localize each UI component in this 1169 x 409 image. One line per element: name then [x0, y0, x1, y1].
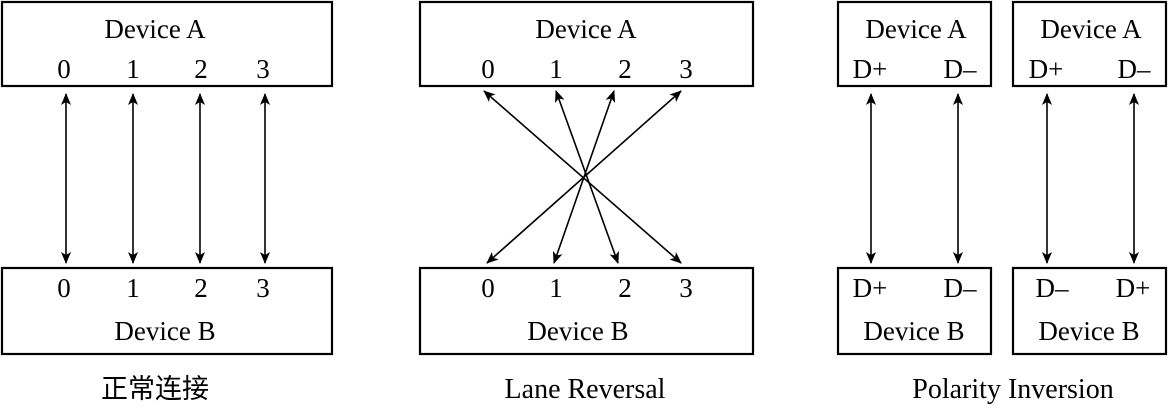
device-a-label-polarity-right: Device A: [1040, 14, 1142, 44]
lane-reversal-panel: Device A 0 1 2 3 0 1 2 3 Device B Lane R…: [418, 0, 755, 405]
device-a-box-normal: [0, 0, 334, 88]
device-b-label-normal: Device B: [114, 316, 215, 346]
device-a-label-reversal: Device A: [535, 14, 637, 44]
pin-top-dminus-polarity-right: D–: [1118, 54, 1151, 84]
device-b-label-polarity-left: Device B: [863, 316, 964, 346]
device-a-label-normal: Device A: [104, 14, 206, 44]
normal-connection-panel: Device A 0 1 2 3 0 1 2 3 Device B 正常连接: [0, 0, 334, 405]
caption-reversal: Lane Reversal: [505, 374, 666, 405]
device-a-box-polarity-right: [1011, 0, 1168, 88]
pin-bottom-dminus-polarity-left: D–: [944, 273, 977, 303]
lane-bottom-0-reversal: 0: [481, 273, 495, 303]
polarity-inversion-panel: Device A D+ D– D+ D– Device B Device A D…: [836, 0, 1168, 405]
device-a-label-polarity-left: Device A: [865, 14, 967, 44]
device-b-label-polarity-right: Device B: [1038, 316, 1139, 346]
pin-top-dminus-polarity-left: D–: [944, 54, 977, 84]
device-b-label-reversal: Device B: [527, 316, 628, 346]
device-b-box-normal: [0, 266, 334, 356]
pin-top-dplus-polarity-left: D+: [853, 54, 888, 84]
lane-top-3-normal: 3: [256, 54, 270, 84]
pin-bottom-dplus-polarity-right: D+: [1116, 273, 1151, 303]
device-b-box-reversal: [418, 266, 755, 356]
lane-top-2-normal: 2: [194, 54, 208, 84]
lane-bottom-1-reversal: 1: [549, 273, 563, 303]
lane-top-0-normal: 0: [57, 54, 71, 84]
lane-top-0-reversal: 0: [481, 54, 495, 84]
device-b-box-polarity-left: [836, 266, 993, 356]
lane-bottom-0-normal: 0: [57, 273, 71, 303]
lane-bottom-3-normal: 3: [256, 273, 270, 303]
device-a-box-reversal: [418, 0, 755, 88]
lane-top-1-normal: 1: [126, 54, 140, 84]
device-a-box-polarity-left: [836, 0, 993, 88]
device-b-box-polarity-right: [1011, 266, 1168, 356]
lane-top-3-reversal: 3: [679, 54, 693, 84]
lane-bottom-2-normal: 2: [194, 273, 208, 303]
lane-link-3-to-0-reversal: [486, 90, 682, 264]
pin-bottom-dplus-polarity-left: D+: [853, 273, 888, 303]
pin-top-dplus-polarity-right: D+: [1029, 54, 1064, 84]
pin-bottom-dminus-polarity-right: D–: [1036, 273, 1069, 303]
lane-link-1-to-2-reversal: [555, 90, 619, 264]
lane-bottom-1-normal: 1: [126, 273, 140, 303]
lane-top-2-reversal: 2: [618, 54, 632, 84]
lane-bottom-2-reversal: 2: [618, 273, 632, 303]
lane-top-1-reversal: 1: [549, 54, 563, 84]
lane-bottom-3-reversal: 3: [679, 273, 693, 303]
caption-normal: 正常连接: [101, 374, 209, 405]
caption-polarity: Polarity Inversion: [912, 374, 1113, 405]
